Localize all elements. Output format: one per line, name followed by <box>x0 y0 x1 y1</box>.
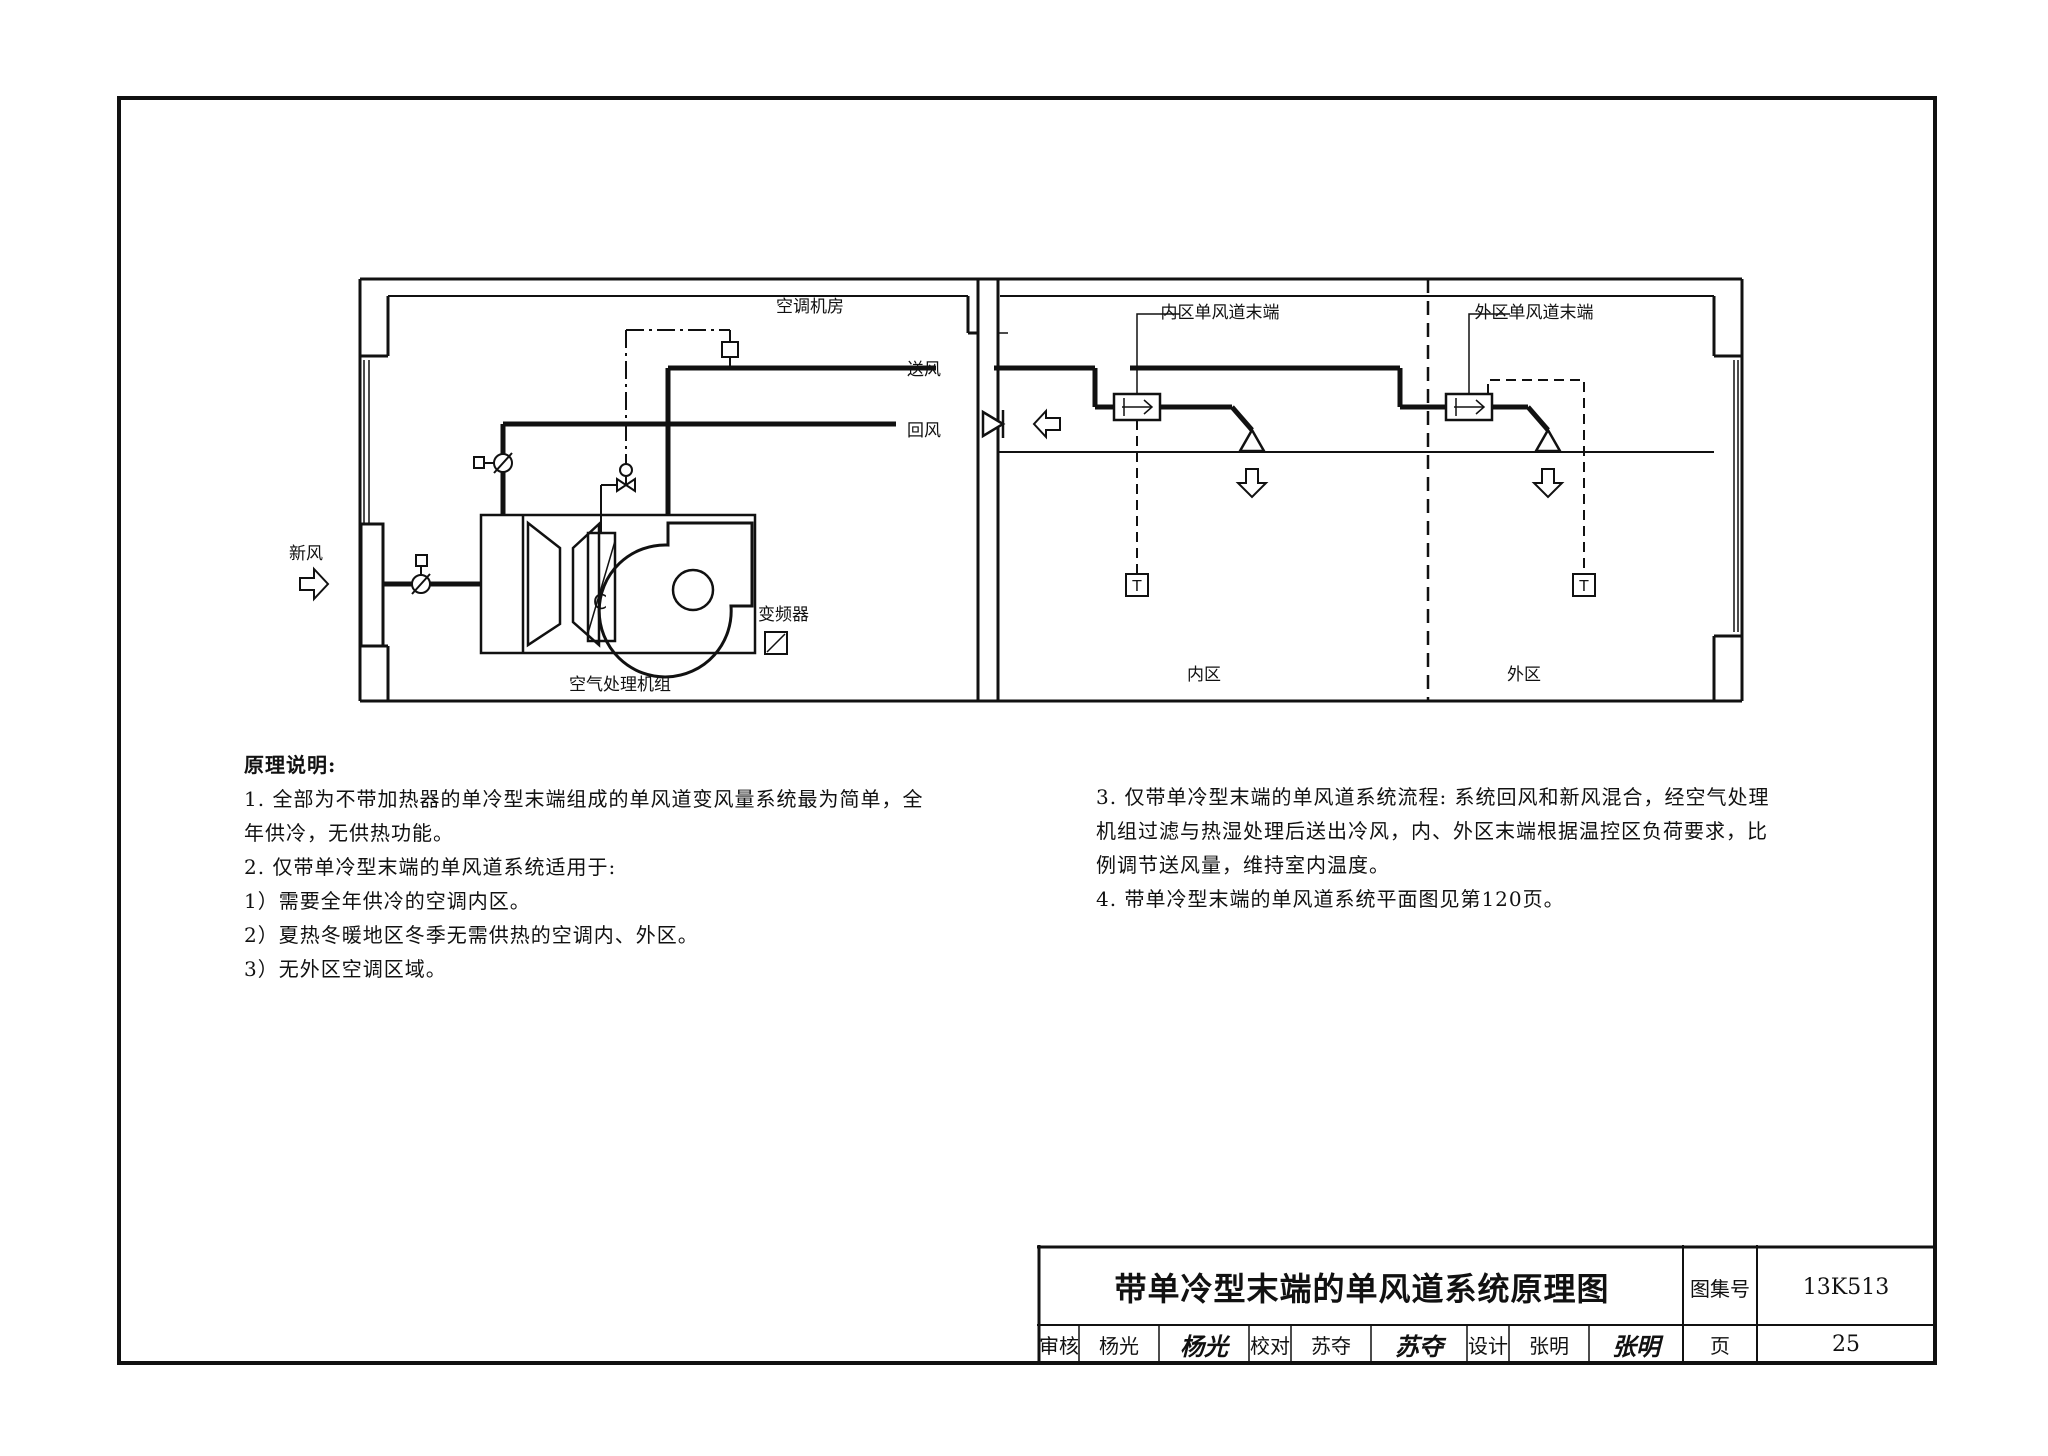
outer-supply-arrow-icon <box>1531 468 1565 499</box>
drawing-title: 带单冷型末端的单风道系统原理图 <box>1114 1270 1610 1308</box>
note-line: 3）无外区空调区域。 <box>244 957 447 981</box>
review-label: 审核 <box>1039 1333 1079 1358</box>
duct-lines <box>383 365 1550 587</box>
outer-thermostat-letter: T <box>1578 577 1589 595</box>
title-block: 带单冷型末端的单风道系统原理图 图集号 13K513 审核 杨光 杨光 校对 苏… <box>1037 1245 1935 1363</box>
supply-air-label: 送风 <box>907 360 941 380</box>
notes-heading: 原理说明: <box>244 753 337 777</box>
page-label: 页 <box>1710 1333 1730 1358</box>
fresh-air-damper <box>411 554 431 595</box>
return-air-arrow-icon <box>1032 408 1061 440</box>
outer-zone-label: 外区 <box>1507 665 1541 685</box>
ahu-label: 空气处理机组 <box>569 675 671 695</box>
return-grille-icon <box>981 409 1006 439</box>
outer-diffuser-icon <box>1533 427 1563 453</box>
coil-letter: C <box>593 590 607 614</box>
vfd-label: 变频器 <box>758 605 809 625</box>
note-line: 1. 全部为不带加热器的单冷型末端组成的单风道变风量系统最为简单，全 <box>244 787 924 811</box>
atlas-number: 13K513 <box>1802 1274 1890 1300</box>
design-label: 设计 <box>1468 1333 1508 1358</box>
note-line: 1）需要全年供冷的空调内区。 <box>244 889 531 913</box>
note-line: 2. 仅带单冷型末端的单风道系统适用于: <box>244 855 617 879</box>
control-lines <box>625 329 731 460</box>
note-line: 年供冷，无供热功能。 <box>244 821 454 845</box>
title-block-grid <box>1037 1245 1935 1363</box>
atlas-number-label: 图集号 <box>1690 1276 1750 1301</box>
page-number: 25 <box>1832 1331 1860 1357</box>
static-pressure-sensor <box>721 341 739 358</box>
fan-icon <box>597 521 754 679</box>
note-line: 4. 带单冷型末端的单风道系统平面图见第120页。 <box>1096 887 1565 911</box>
reviewer-signature: 杨光 <box>1180 1331 1228 1361</box>
air-handling-unit <box>479 513 757 679</box>
note-line: 3. 仅带单冷型末端的单风道系统流程: 系统回风和新风混合，经空气处理 <box>1096 785 1770 809</box>
notes-left: 原理说明: 1. 全部为不带加热器的单冷型末端组成的单风道变风量系统最为简单，全… <box>244 748 1004 986</box>
note-line: 机组过滤与热湿处理后送出冷风，内、外区末端根据温控区负荷要求，比 <box>1096 819 1768 843</box>
inner-zone-label: 内区 <box>1187 665 1221 685</box>
outer-terminal-label: 外区单风道末端 <box>1475 303 1594 323</box>
checker-signature: 苏夺 <box>1395 1331 1443 1361</box>
reviewer-name: 杨光 <box>1099 1333 1139 1358</box>
fresh-air-arrow-icon <box>299 566 330 602</box>
outer-thermostat <box>1572 573 1596 597</box>
note-line: 2）夏热冬暖地区冬季无需供热的空调内、外区。 <box>244 923 699 947</box>
outer-vav-terminal <box>1444 392 1494 422</box>
fresh-air-label: 新风 <box>289 544 323 564</box>
designer-signature: 张明 <box>1612 1331 1660 1361</box>
checker-name: 苏夺 <box>1311 1333 1351 1358</box>
note-line: 例调节送风量，维持室内温度。 <box>1096 853 1390 877</box>
check-label: 校对 <box>1250 1333 1290 1358</box>
notes-right: 3. 仅带单冷型末端的单风道系统流程: 系统回风和新风混合，经空气处理 机组过滤… <box>1096 780 1836 916</box>
drawing-frame <box>117 96 1937 1365</box>
water-valve <box>600 460 636 533</box>
inner-thermostat-letter: T <box>1131 577 1142 595</box>
inner-terminal-label: 内区单风道末端 <box>1161 303 1280 323</box>
inner-supply-arrow-icon <box>1235 468 1269 499</box>
room-label: 空调机房 <box>776 297 844 317</box>
building-outline <box>358 277 1744 703</box>
filter-icon <box>526 520 562 648</box>
inner-diffuser-icon <box>1237 427 1267 453</box>
inner-vav-terminal <box>1112 392 1162 422</box>
return-air-damper <box>473 452 513 474</box>
inner-thermostat <box>1125 573 1149 597</box>
designer-name: 张明 <box>1529 1333 1569 1358</box>
return-air-label: 回风 <box>907 421 941 441</box>
